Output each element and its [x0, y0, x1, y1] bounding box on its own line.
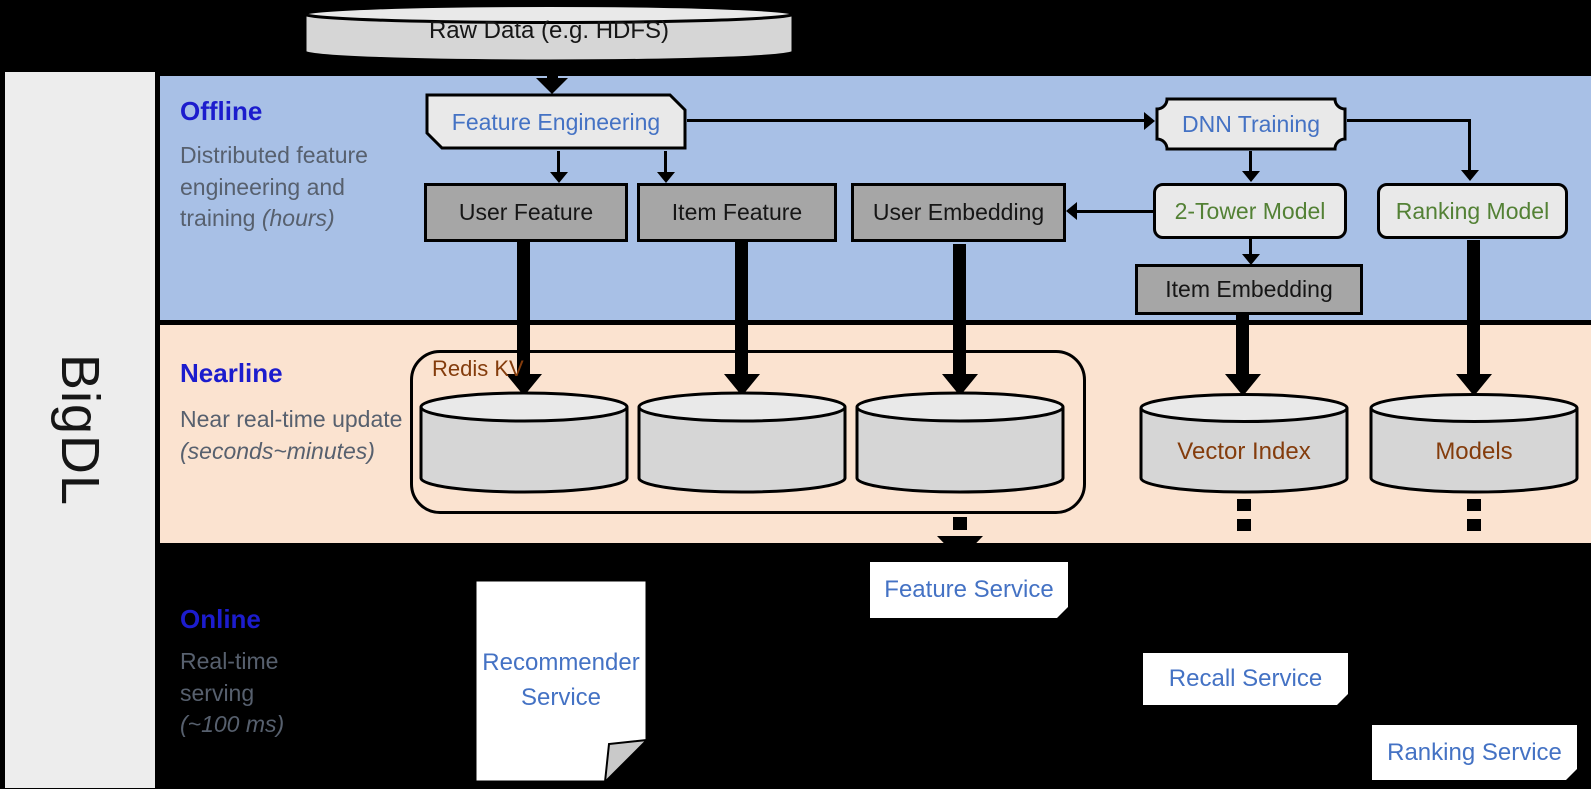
two-tower-model-box: 2-Tower Model — [1153, 183, 1347, 239]
arrowhead-fe-to-dnn — [1144, 112, 1155, 130]
online-title: Online — [180, 604, 261, 634]
dash-redis-to-featureservice — [953, 517, 967, 530]
line-fe-to-dnn — [687, 119, 1144, 122]
redis-cylinder-1 — [419, 391, 629, 494]
user-embedding-box: User Embedding — [851, 183, 1066, 242]
arrowhead-fe-to-itemfeature — [657, 172, 675, 183]
redis-cylinder-3 — [855, 391, 1065, 494]
thick-arrow-itemembedding — [1236, 315, 1249, 374]
models-label: Models — [1435, 437, 1513, 465]
thick-arrowhead-rankingmodel — [1456, 374, 1492, 396]
nearline-description: Near real-time update (seconds~minutes) — [180, 404, 405, 467]
vector-index-label: Vector Index — [1177, 437, 1311, 465]
thick-arrow-userembedding — [953, 244, 966, 374]
online-desc-duration: (~100 ms) — [180, 711, 285, 738]
thick-arrow-itemfeature — [735, 242, 748, 374]
sidebar-brand-panel: BigDL — [5, 72, 155, 788]
ranking-model-box: Ranking Model — [1377, 183, 1568, 239]
user-feature-box: User Feature — [424, 183, 628, 242]
dnn-training-shape — [1155, 97, 1347, 151]
recommender-service-document — [473, 578, 649, 784]
raw-data-label: Raw Data (e.g. HDFS) — [428, 17, 670, 44]
thick-arrowhead-userembedding — [942, 374, 978, 396]
line-twotower-to-userembedding — [1076, 210, 1153, 213]
online-description: Real-time serving (~100 ms) — [180, 646, 300, 741]
online-desc-text: Real-time serving — [180, 648, 279, 706]
raw-data-cylinder — [303, 4, 795, 63]
item-embedding-box: Item Embedding — [1135, 264, 1363, 315]
offline-title: Offline — [180, 96, 263, 126]
nearline-desc-text: Near real-time update — [180, 406, 403, 432]
arrowhead-dnn-to-rankingmodel — [1461, 170, 1479, 181]
feature-engineering-shape — [425, 93, 687, 150]
nearline-title: Nearline — [180, 358, 283, 388]
vector-index-cylinder — [1139, 393, 1349, 494]
models-cylinder — [1369, 393, 1579, 494]
offline-desc-text: Distributed feature engineering and trai… — [180, 142, 368, 232]
page-fold-icon — [1055, 605, 1070, 620]
ranking-service-label: Ranking Service — [1387, 738, 1562, 766]
nearline-desc-duration: (seconds~minutes) — [180, 437, 375, 464]
line-dnn-to-rankingmodel-h — [1347, 119, 1471, 122]
dash-arrowhead-featureservice — [937, 536, 983, 560]
recall-service-box: Recall Service — [1143, 653, 1350, 707]
dash-models-2 — [1467, 519, 1481, 531]
feature-service-label: Feature Service — [884, 576, 1054, 603]
thick-arrowhead-itemembedding — [1225, 374, 1261, 396]
dash-vectorindex-1 — [1237, 499, 1251, 511]
arrow-rawdata-to-fe — [547, 62, 558, 78]
offline-description: Distributed feature engineering and trai… — [180, 140, 375, 235]
line-dnn-to-twotower — [1249, 151, 1252, 172]
arrowhead-twotower-to-itemembedding — [1242, 254, 1260, 265]
arrowhead-dnn-to-twotower — [1242, 171, 1260, 182]
line-twotower-to-itemembedding — [1249, 239, 1252, 255]
line-dnn-to-rankingmodel-v — [1468, 119, 1471, 171]
thick-arrowhead-itemfeature — [724, 374, 760, 396]
arrowhead-fe-to-userfeature — [550, 172, 568, 183]
feature-service-box: Feature Service — [870, 562, 1070, 620]
dash-vectorindex-2 — [1237, 519, 1251, 531]
dnn-training-label: DNN Training — [1181, 110, 1321, 137]
offline-desc-duration: (hours) — [261, 205, 335, 232]
feature-engineering-label: Feature Engineering — [451, 108, 661, 135]
line-fe-to-itemfeature — [664, 151, 667, 173]
redis-cylinder-2 — [637, 391, 847, 494]
dash-models-1 — [1467, 499, 1481, 511]
page-fold-icon — [1335, 692, 1350, 707]
item-feature-box: Item Feature — [637, 183, 837, 242]
recall-service-label: Recall Service — [1168, 665, 1323, 692]
redis-kv-container — [410, 350, 1086, 514]
ranking-service-box: Ranking Service — [1372, 725, 1579, 782]
arrowhead-rawdata-to-fe — [536, 78, 568, 94]
thick-arrow-userfeature — [517, 242, 530, 374]
arrowhead-twotower-to-userembedding — [1066, 202, 1077, 220]
line-fe-to-userfeature — [557, 151, 560, 173]
page-fold-icon — [1564, 767, 1579, 782]
redis-kv-label: Redis KV — [432, 356, 524, 381]
brand-label: BigDL — [50, 353, 111, 507]
recommender-service-label: Recommender Service — [482, 649, 640, 711]
thick-arrow-rankingmodel — [1467, 240, 1480, 374]
thick-arrowhead-userfeature — [506, 374, 542, 396]
